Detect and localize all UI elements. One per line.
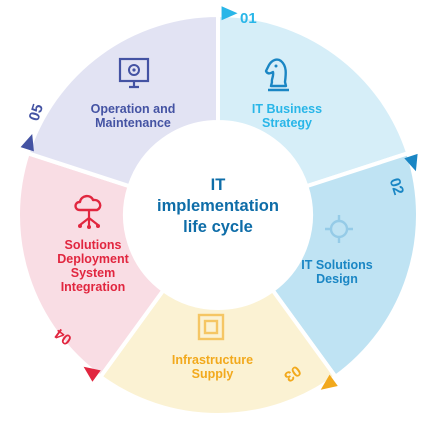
step-marker-01: [221, 6, 238, 21]
monitor-gear-icon: [117, 56, 151, 95]
server-box-icon: [197, 313, 225, 346]
segment-label-03: Infrastructure Supply: [171, 353, 254, 381]
step-marker-05: [20, 134, 34, 152]
step-number-01: 01: [240, 10, 257, 27]
chess-knight-icon: [262, 56, 294, 97]
step-marker-03: [320, 374, 338, 390]
segment-label-04: Solutions Deployment System Integration: [57, 238, 129, 294]
design-gear-icon: [322, 212, 356, 251]
segment-label-01: IT Business Strategy: [251, 102, 323, 130]
step-marker-04: [83, 366, 101, 382]
step-marker-02: [404, 153, 418, 172]
segment-label-02: IT Solutions Design: [301, 258, 373, 286]
center-circle: [125, 122, 311, 308]
center-title: IT implementation life cycle: [157, 176, 279, 236]
cloud-network-icon: [71, 192, 107, 235]
segment-label-05: Operation and Maintenance: [90, 102, 176, 130]
